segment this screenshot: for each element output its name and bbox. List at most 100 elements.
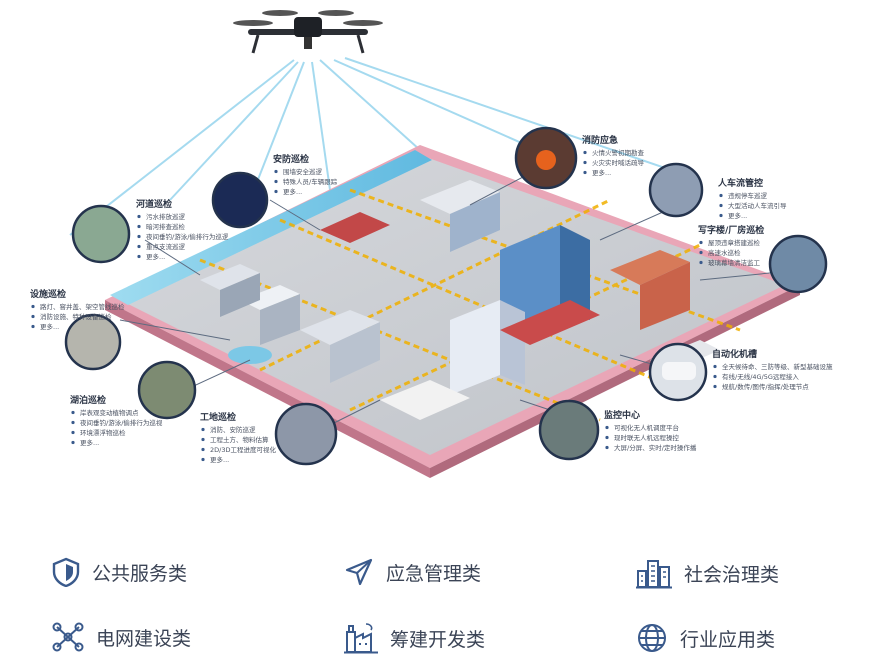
bullet-dot	[274, 169, 278, 174]
callout-item: 环境漂浮物巡检	[80, 428, 126, 437]
callout-item: 有线/无线/4G/5G远程接入	[722, 372, 799, 381]
callout-item: 玻璃幕墙清洁监工	[708, 258, 761, 267]
callout-item: 大屏/分屏、实时/定时操作播	[614, 443, 697, 452]
bullet-dot	[605, 425, 609, 430]
bullet-dot	[605, 445, 609, 450]
shield-icon	[52, 557, 80, 587]
callout-item: 更多...	[592, 168, 611, 177]
callout-item: 现时联无人机远程操控	[614, 433, 680, 442]
city-buildings-icon	[636, 560, 672, 589]
network-nodes-icon	[52, 622, 84, 652]
bullet-dot	[137, 254, 141, 259]
bullet-dot	[719, 213, 723, 218]
city-platform	[105, 145, 800, 478]
category-industry: 行业应用类	[636, 622, 775, 654]
bullet-dot	[71, 440, 75, 445]
bullet-dot	[713, 384, 717, 389]
callout-title-river: 河道巡检	[136, 198, 172, 210]
bullet-dot	[201, 427, 205, 432]
globe-icon	[638, 624, 666, 652]
category-emergency: 应急管理类	[344, 557, 481, 587]
paper-plane-icon	[345, 558, 373, 586]
callout-photos	[64, 126, 828, 466]
bullet-dot	[71, 430, 75, 435]
category-label: 筹建开发类	[390, 628, 486, 651]
callout-item: 更多...	[80, 438, 99, 447]
bullet-dot	[71, 410, 75, 415]
callout-item: 路灯、窨井盖、架空管线巡检	[40, 302, 125, 311]
bullet-dot	[137, 234, 141, 239]
bullet-dot	[583, 160, 587, 165]
category-grid-construction: 电网建设类	[52, 622, 191, 652]
callout-item: 规航/数传/图传/指挥/处理节点	[722, 382, 809, 391]
callout-item: 暗河排查巡检	[146, 222, 186, 231]
callout-item: 可视化无人机调度平台	[614, 423, 679, 432]
bullet-dot	[719, 203, 723, 208]
bullet-dot	[31, 304, 35, 309]
smart-city-diagram: 安防巡检围墙安全巡逻特殊人员/车辆跟踪更多...河道巡检污水排放巡逻暗河排查巡检…	[30, 10, 833, 478]
callout-item: 污水排放巡逻	[146, 212, 186, 221]
bullet-dot	[31, 314, 35, 319]
callout-title-monitor: 监控中心	[604, 409, 640, 421]
category-development: 筹建开发类	[344, 622, 485, 654]
callout-labels: 安防巡检围墙安全巡逻特殊人员/车辆跟踪更多...河道巡检污水排放巡逻暗河排查巡检…	[30, 134, 833, 464]
callout-item: 更多...	[146, 252, 165, 261]
category-public-service: 公共服务类	[52, 557, 187, 587]
callout-title-traffic: 人车流管控	[717, 177, 763, 189]
callout-item: 特殊人员/车辆跟踪	[283, 177, 338, 186]
bullet-dot	[201, 447, 205, 452]
bullet-dot	[605, 435, 609, 440]
bullet-dot	[583, 170, 587, 175]
callout-title-office: 写字楼/厂房巡检	[698, 224, 764, 236]
bullet-dot	[699, 260, 703, 265]
callout-item: 工程土方、物料估算	[210, 435, 269, 444]
bullet-dot	[71, 420, 75, 425]
callout-item: 重点支流巡逻	[146, 242, 186, 251]
factory-icon	[344, 623, 378, 654]
callout-item: 屋顶违章搭建巡检	[708, 238, 761, 247]
bullet-dot	[137, 224, 141, 229]
callout-title-fire: 消防应急	[582, 134, 618, 146]
bullet-dot	[699, 250, 703, 255]
bullet-dot	[137, 214, 141, 219]
bullet-dot	[583, 150, 587, 155]
category-label: 行业应用类	[680, 628, 776, 651]
bullet-dot	[201, 437, 205, 442]
callout-item: 火灾实时喊话疏导	[592, 158, 645, 167]
callout-item: 夜间垂钓/游泳/偷排行为巡逻	[146, 232, 229, 241]
callout-item: 消防设施、特种设备巡检	[40, 312, 112, 321]
callout-item: 岸表观变动植物调点	[80, 408, 139, 417]
callout-title-site: 工地巡检	[200, 411, 236, 423]
callout-title-lake: 湖泊巡检	[70, 394, 106, 406]
category-label: 应急管理类	[386, 562, 482, 585]
bullet-dot	[274, 189, 278, 194]
callout-item: 消防、安防巡逻	[210, 425, 256, 434]
callout-item: 违规停车巡逻	[728, 191, 768, 200]
category-label: 公共服务类	[92, 562, 188, 585]
bullet-dot	[719, 193, 723, 198]
callout-item: 全天候待命、三防等级、新型基础设施	[722, 362, 833, 371]
callout-item: 高速水巡检	[708, 248, 741, 257]
category-label: 社会治理类	[684, 563, 780, 586]
drone-icon	[233, 10, 383, 54]
bullet-dot	[713, 374, 717, 379]
callout-item: 火情火警初期勘查	[592, 148, 645, 157]
callout-item: 更多...	[210, 455, 229, 464]
bullet-dot	[137, 244, 141, 249]
callout-item: 夜间垂钓/游泳/偷排行为巡视	[80, 418, 163, 427]
bullet-dot	[699, 240, 703, 245]
bullet-dot	[274, 179, 278, 184]
callout-item: 更多...	[283, 187, 302, 196]
callout-title-facility: 设施巡检	[30, 288, 66, 300]
callout-item: 围墙安全巡逻	[283, 167, 323, 176]
callout-item: 2D/3D工程进度可视化	[210, 445, 276, 454]
callout-title-security: 安防巡检	[273, 153, 309, 165]
callout-item: 更多...	[728, 211, 747, 220]
callout-item: 大型活动人车流引导	[728, 201, 787, 210]
category-social-governance: 社会治理类	[636, 557, 779, 589]
bullet-dot	[31, 324, 35, 329]
bullet-dot	[713, 364, 717, 369]
callout-item: 更多...	[40, 322, 59, 331]
callout-title-hangar: 自动化机槽	[712, 348, 757, 360]
category-label: 电网建设类	[96, 627, 192, 650]
